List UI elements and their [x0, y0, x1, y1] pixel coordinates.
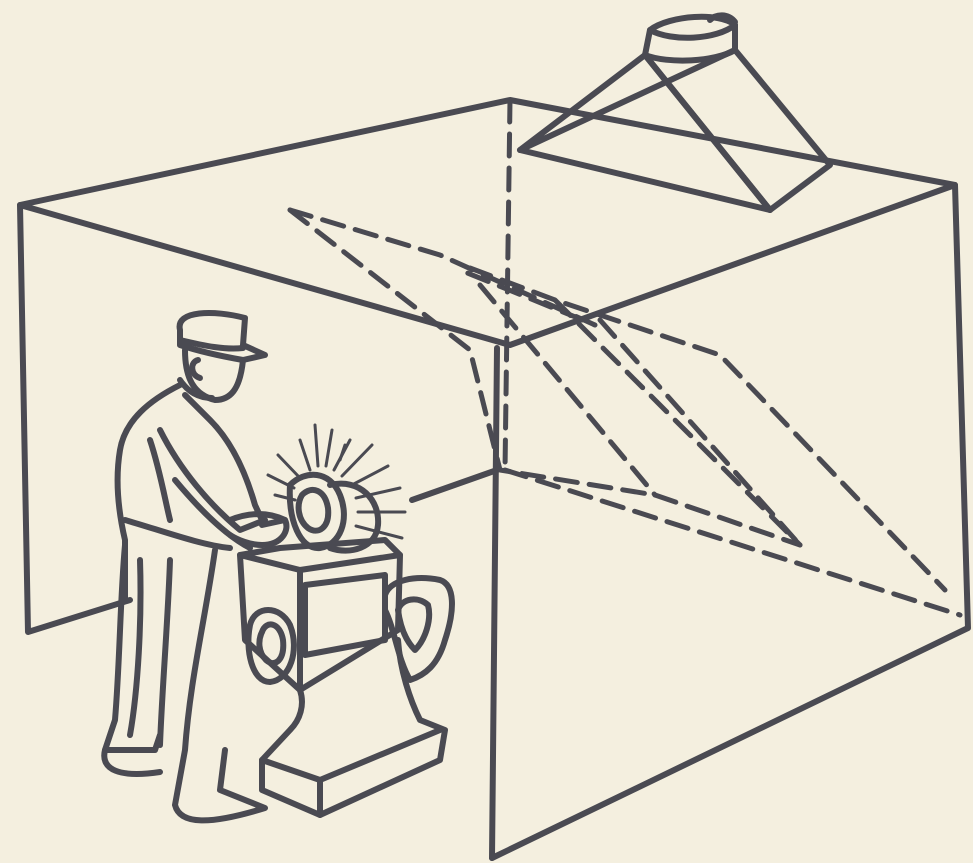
grinding-booth-illustration	[0, 0, 973, 863]
paper-background	[0, 0, 973, 863]
